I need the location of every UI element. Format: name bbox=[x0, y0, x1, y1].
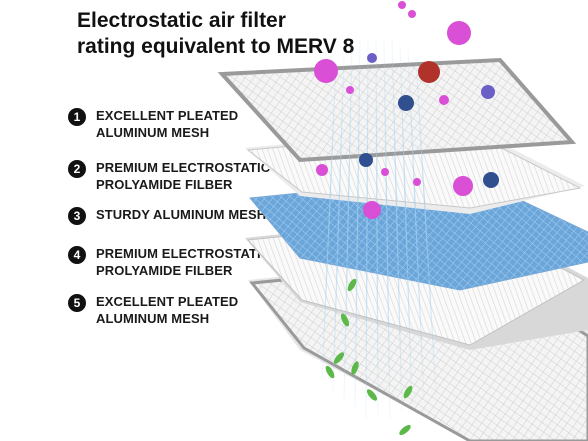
layer-label: PREMIUM ELECTROSTATIC PROLYAMIDE FILBER bbox=[96, 159, 316, 193]
layer-label-line-2: PROLYAMIDE FILBER bbox=[96, 177, 233, 192]
number-badge: 5 bbox=[68, 294, 86, 312]
filter-layers-illustration bbox=[217, 1, 588, 441]
layer-label: EXCELLENT PLEATED ALUMINUM MESH bbox=[96, 107, 316, 141]
page-title: Electrostatic air filter rating equivale… bbox=[77, 8, 437, 60]
layer-label-line-1: PREMIUM ELECTROSTATIC bbox=[96, 246, 271, 261]
number-badge: 4 bbox=[68, 246, 86, 264]
filter-layer-1 bbox=[217, 57, 577, 163]
virus-icon bbox=[314, 1, 499, 219]
layer-label-line-1: EXCELLENT PLEATED bbox=[96, 108, 239, 123]
layer-label-line-2: ALUMINUM MESH bbox=[96, 311, 210, 326]
layer-label-line-1: STURDY ALUMINUM MESH bbox=[96, 207, 267, 222]
number-badge: 3 bbox=[68, 207, 86, 225]
title-line-2: rating equivalent to MERV 8 bbox=[77, 35, 355, 58]
layer-label: PREMIUM ELECTROSTATIC PROLYAMIDE FILBER bbox=[96, 245, 316, 279]
airflow-lines bbox=[321, 37, 437, 421]
layer-label-line-1: PREMIUM ELECTROSTATIC bbox=[96, 160, 271, 175]
layer-label-line-2: PROLYAMIDE FILBER bbox=[96, 263, 233, 278]
layer-label-line-1: EXCELLENT PLEATED bbox=[96, 294, 239, 309]
number-badge: 1 bbox=[68, 108, 86, 126]
title-line-1: Electrostatic air filter bbox=[77, 9, 286, 32]
leaf-icon bbox=[325, 278, 413, 436]
layer-label: EXCELLENT PLEATED ALUMINUM MESH bbox=[96, 293, 316, 327]
layer-label-line-2: ALUMINUM MESH bbox=[96, 125, 210, 140]
layer-label: STURDY ALUMINUM MESH bbox=[96, 206, 316, 223]
number-badge: 2 bbox=[68, 160, 86, 178]
